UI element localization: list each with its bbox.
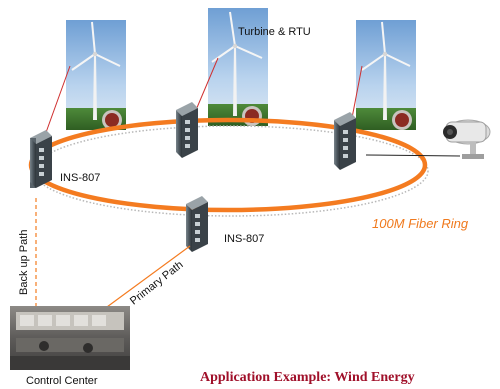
ip-camera-icon [443, 119, 491, 159]
switch-left-label: INS-807 [60, 172, 101, 184]
switch-bottom-label: INS-807 [224, 233, 265, 245]
fiber-ring-label: 100M Fiber Ring [372, 216, 469, 231]
turbine-photo-middle [208, 8, 268, 126]
fiber-ring [28, 117, 428, 213]
control-center-label: Control Center [26, 375, 98, 387]
fiber-ring-shadow [33, 125, 429, 217]
switch-left-icon [30, 130, 52, 188]
turbine-link-right [351, 65, 363, 119]
turbine-link-middle [195, 57, 219, 111]
switch-right-icon [334, 112, 356, 170]
turbine-rtu-label: Turbine & RTU [238, 26, 311, 38]
diagram-title: Application Example: Wind Energy [200, 370, 415, 385]
turbine-link-left [43, 65, 71, 139]
turbine-photo-left [66, 20, 126, 130]
camera-cable [365, 154, 461, 157]
switch-bottom-icon [186, 196, 208, 252]
backup-path-label: Back up Path [18, 229, 30, 295]
control-center-photo [10, 306, 130, 370]
turbine-photo-right [356, 20, 416, 130]
switch-middle-icon [176, 102, 198, 158]
